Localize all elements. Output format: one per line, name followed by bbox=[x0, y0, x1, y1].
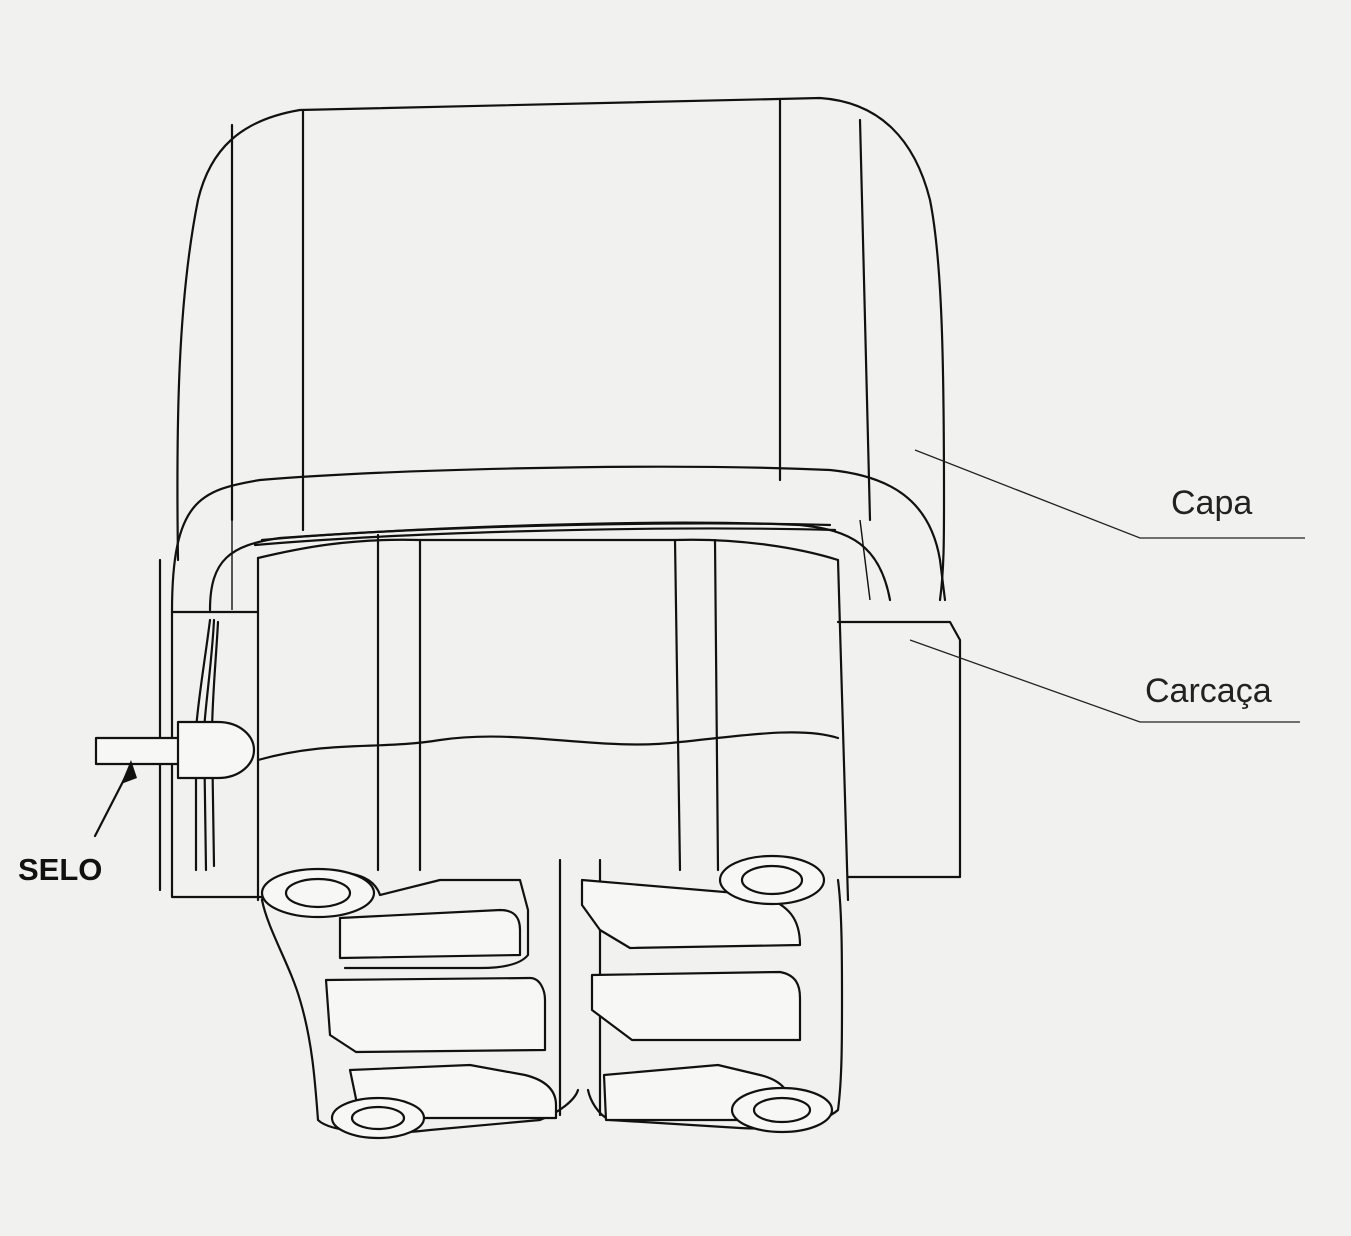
meter-base bbox=[260, 854, 844, 1140]
meter-body bbox=[256, 533, 850, 902]
selo-label: SELO bbox=[18, 852, 103, 887]
capa-cover bbox=[170, 96, 947, 614]
carcaca-housing bbox=[158, 558, 962, 899]
leader-lines bbox=[909, 449, 1305, 723]
selo-seal bbox=[93, 618, 256, 872]
capa-label: Capa bbox=[1171, 484, 1253, 522]
carcaca-label: Carcaça bbox=[1145, 672, 1272, 710]
